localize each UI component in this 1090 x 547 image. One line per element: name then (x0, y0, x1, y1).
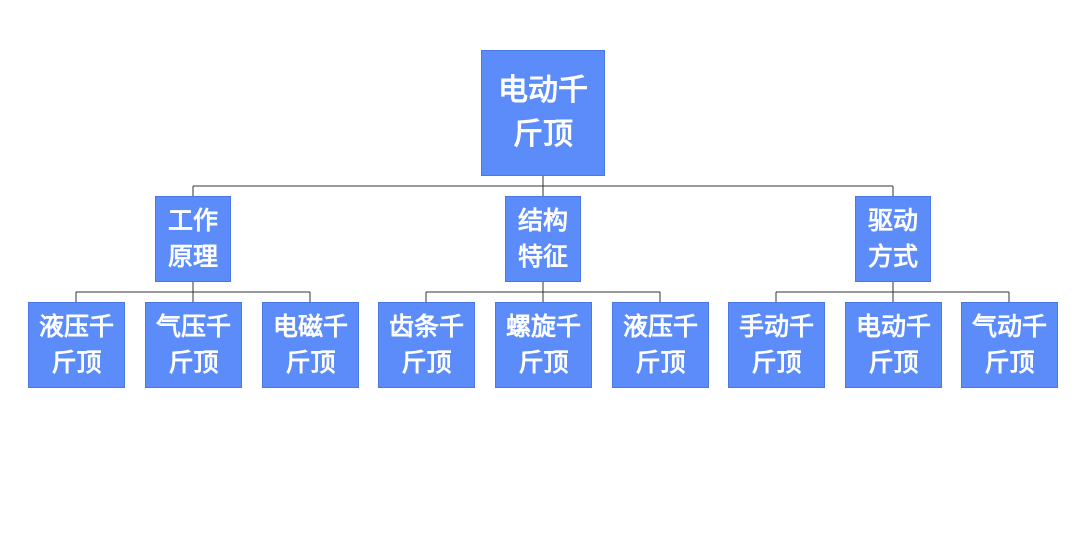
leaf-node-label: 液压千 斤顶 (38, 312, 114, 377)
group-node-label: 驱动 方式 (867, 206, 918, 271)
leaf-node: 气动千 斤顶 (961, 302, 1058, 388)
leaf-node: 螺旋千 斤顶 (495, 302, 592, 388)
leaf-node-label: 螺旋千 斤顶 (505, 312, 581, 377)
leaf-node-label: 手动千 斤顶 (738, 312, 814, 377)
leaf-node-label: 液压千 斤顶 (622, 312, 698, 377)
leaf-node: 电动千 斤顶 (845, 302, 942, 388)
leaf-node-label: 齿条千 斤顶 (388, 312, 464, 377)
group-node-label: 结构 特征 (517, 206, 568, 271)
leaf-node: 液压千 斤顶 (28, 302, 125, 388)
root-node: 电动千 斤顶 (481, 50, 605, 176)
leaf-node: 手动千 斤顶 (728, 302, 825, 388)
group-node-structure: 结构 特征 (505, 196, 581, 282)
leaf-node: 齿条千 斤顶 (378, 302, 475, 388)
leaf-node: 液压千 斤顶 (612, 302, 709, 388)
group-node-label: 工作 原理 (167, 206, 218, 271)
leaf-node-label: 气压千 斤顶 (155, 312, 231, 377)
leaf-node-label: 电动千 斤顶 (855, 312, 931, 377)
leaf-node: 气压千 斤顶 (145, 302, 242, 388)
group-node-working-principle: 工作 原理 (155, 196, 231, 282)
leaf-node-label: 气动千 斤顶 (971, 312, 1047, 377)
leaf-node-label: 电磁千 斤顶 (272, 312, 348, 377)
leaf-node: 电磁千 斤顶 (262, 302, 359, 388)
root-node-label: 电动千 斤顶 (498, 73, 588, 152)
group-node-drive-mode: 驱动 方式 (855, 196, 931, 282)
